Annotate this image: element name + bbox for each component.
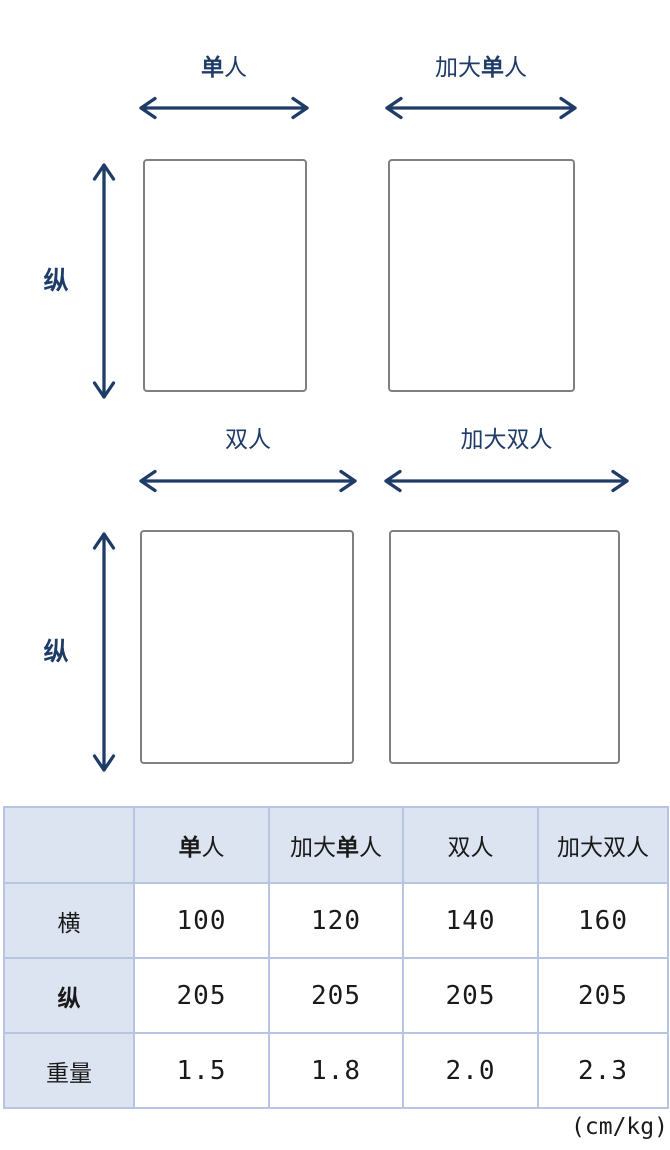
cell-length-double: 205 [402,957,539,1034]
length-dimension-arrow-bottom [91,531,117,773]
unit-note: (cm/kg) [570,1114,668,1140]
col-header-xl-double: 加大双人 [537,806,669,884]
width-dimension-arrow-double [138,468,358,494]
row-header-weight: 重量 [3,1032,135,1109]
size-label-xl-double: 加大双人 [460,426,553,452]
cell-weight-xl-double: 2.3 [537,1032,669,1109]
bed-rect-xl-single [388,159,575,392]
table-row-width: 横 100 120 140 160 [3,882,669,959]
table-header-row: 单人 加大单人 双人 加大双人 [3,806,669,884]
row-header-width: 横 [3,882,135,959]
size-spec-table: 单人 加大单人 双人 加大双人 横 100 120 140 160 纵 205 … [3,806,669,1109]
cell-width-xl-single: 120 [268,882,404,959]
cell-weight-xl-single: 1.8 [268,1032,404,1109]
bed-rect-single [143,159,307,392]
row-header-length: 纵 [3,957,135,1034]
corner-cell [3,806,135,884]
size-label-double: 双人 [225,426,271,452]
size-label-single: 单人 [201,54,247,80]
width-dimension-arrow-single [138,95,310,121]
col-header-xl-single: 加大单人 [268,806,404,884]
col-header-single: 单人 [133,806,270,884]
cell-weight-double: 2.0 [402,1032,539,1109]
bed-rect-xl-double [389,530,620,764]
length-dimension-arrow-top [91,162,117,400]
cell-length-xl-single: 205 [268,957,404,1034]
bed-rect-double [140,530,354,764]
width-dimension-arrow-xl-single [384,95,578,121]
width-dimension-arrow-xl-double [383,468,630,494]
col-header-double: 双人 [402,806,539,884]
length-axis-label-top: 纵 [43,267,69,295]
table-row-length: 纵 205 205 205 205 [3,957,669,1034]
table-row-weight: 重量 1.5 1.8 2.0 2.3 [3,1032,669,1109]
cell-width-single: 100 [133,882,270,959]
cell-width-xl-double: 160 [537,882,669,959]
cell-width-double: 140 [402,882,539,959]
size-label-xl-single: 加大单人 [435,54,527,80]
cell-length-single: 205 [133,957,270,1034]
length-axis-label-bottom: 纵 [43,638,69,666]
cell-length-xl-double: 205 [537,957,669,1034]
cell-weight-single: 1.5 [133,1032,270,1109]
